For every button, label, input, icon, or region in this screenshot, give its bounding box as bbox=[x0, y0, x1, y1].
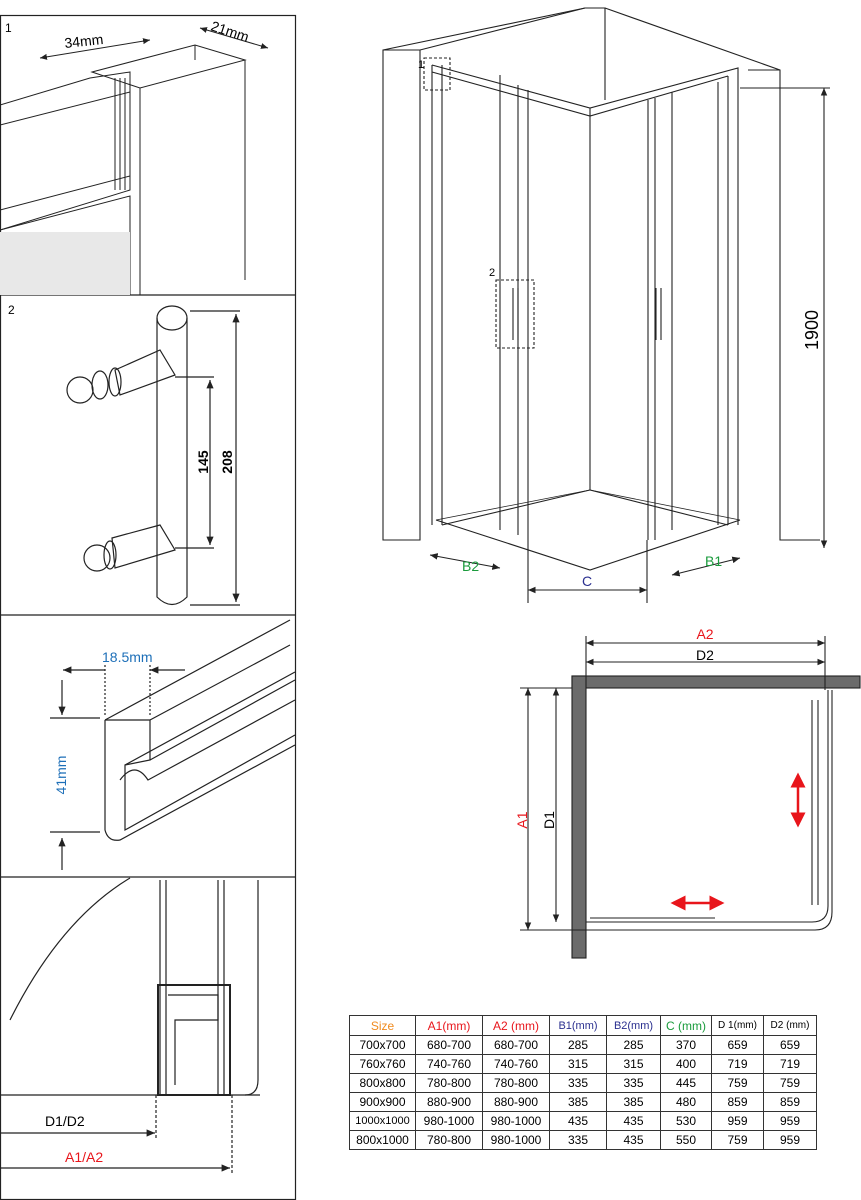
a1-a2-label: A1/A2 bbox=[65, 1149, 103, 1165]
detail-2-number: 2 bbox=[8, 303, 15, 317]
table-cell: 550 bbox=[660, 1130, 712, 1150]
table-cell: 759 bbox=[763, 1073, 817, 1093]
table-cell: 315 bbox=[549, 1054, 607, 1074]
rail-height-label: 41mm bbox=[53, 756, 69, 795]
table-cell: 680-700 bbox=[482, 1035, 550, 1055]
c-label: C bbox=[582, 573, 592, 589]
col-d2: D2 (mm) bbox=[763, 1015, 817, 1036]
table-cell: 335 bbox=[549, 1130, 607, 1150]
table-cell: 445 bbox=[660, 1073, 712, 1093]
table-cell: 980-1000 bbox=[482, 1130, 550, 1150]
table-cell: 315 bbox=[606, 1054, 661, 1074]
shower-plan-view: A2 D2 A1 D1 bbox=[514, 626, 861, 959]
table-cell: 719 bbox=[711, 1054, 764, 1074]
profile-depth-label: 21mm bbox=[209, 18, 251, 45]
table-cell: 780-800 bbox=[415, 1073, 483, 1093]
callout-2-label: 2 bbox=[489, 267, 495, 279]
col-c: C (mm) bbox=[660, 1015, 712, 1036]
table-cell: 780-800 bbox=[482, 1073, 550, 1093]
detail-1-number: 1 bbox=[5, 21, 12, 35]
table-cell: 285 bbox=[549, 1035, 607, 1055]
table-cell: 859 bbox=[763, 1092, 817, 1112]
table-cell: 740-760 bbox=[482, 1054, 550, 1074]
table-cell: 900x900 bbox=[349, 1092, 416, 1112]
table-cell: 760x760 bbox=[349, 1054, 416, 1074]
detail-3-rail-profile: 18.5mm 41mm bbox=[50, 619, 296, 870]
handle-outer-dimension: 208 bbox=[219, 450, 235, 474]
table-cell: 680-700 bbox=[415, 1035, 483, 1055]
table-cell: 435 bbox=[606, 1130, 661, 1150]
table-cell: 780-800 bbox=[415, 1130, 483, 1150]
table-cell: 759 bbox=[711, 1073, 764, 1093]
shower-enclosure-perspective: 1 2 1900 B2 C B1 bbox=[382, 7, 830, 603]
table-cell: 800x800 bbox=[349, 1073, 416, 1093]
a2-label: A2 bbox=[696, 626, 713, 642]
profile-width-label: 34mm bbox=[64, 31, 104, 51]
table-cell: 659 bbox=[763, 1035, 817, 1055]
table-cell: 759 bbox=[711, 1130, 764, 1150]
d1-label: D1 bbox=[541, 811, 557, 829]
size-specification-table: Size A1(mm) A2 (mm) B1(mm) B2(mm) C (mm)… bbox=[349, 1015, 817, 1150]
table-cell: 719 bbox=[763, 1054, 817, 1074]
table-cell: 370 bbox=[660, 1035, 712, 1055]
table-header-row: Size A1(mm) A2 (mm) B1(mm) B2(mm) C (mm)… bbox=[349, 1015, 817, 1036]
table-cell: 880-900 bbox=[482, 1092, 550, 1112]
table-cell: 859 bbox=[711, 1092, 764, 1112]
table-cell: 980-1000 bbox=[482, 1111, 550, 1131]
handle-inner-dimension: 145 bbox=[195, 450, 211, 474]
table-cell: 959 bbox=[711, 1111, 764, 1131]
detail-2-handle: 2 145 208 bbox=[8, 303, 240, 606]
detail-panels-frame bbox=[0, 14, 297, 1200]
a1-label: A1 bbox=[514, 811, 530, 828]
height-dimension: 1900 bbox=[802, 310, 822, 350]
b1-label: B1 bbox=[705, 553, 722, 569]
table-cell: 385 bbox=[549, 1092, 607, 1112]
table-cell: 530 bbox=[660, 1111, 712, 1131]
table-cell: 659 bbox=[711, 1035, 764, 1055]
table-cell: 959 bbox=[763, 1130, 817, 1150]
b2-label: B2 bbox=[462, 558, 479, 574]
table-cell: 335 bbox=[606, 1073, 661, 1093]
d2-label: D2 bbox=[696, 647, 714, 663]
table-cell: 335 bbox=[549, 1073, 607, 1093]
col-b2: B2(mm) bbox=[606, 1015, 661, 1036]
table-cell: 435 bbox=[549, 1111, 607, 1131]
detail-1-top-profile: 1 34mm 21mm bbox=[0, 18, 269, 295]
table-cell: 480 bbox=[660, 1092, 712, 1112]
table-cell: 880-900 bbox=[415, 1092, 483, 1112]
col-a1: A1(mm) bbox=[415, 1015, 483, 1036]
callout-1-label: 1 bbox=[418, 59, 424, 71]
table-cell: 1000x1000 bbox=[349, 1111, 416, 1131]
table-cell: 740-760 bbox=[415, 1054, 483, 1074]
col-b1: B1(mm) bbox=[549, 1015, 607, 1036]
table-cell: 980-1000 bbox=[415, 1111, 483, 1131]
table-cell: 400 bbox=[660, 1054, 712, 1074]
table-cell: 959 bbox=[763, 1111, 817, 1131]
d1-d2-label: D1/D2 bbox=[45, 1113, 85, 1129]
table-cell: 435 bbox=[606, 1111, 661, 1131]
detail-4-bottom-corner: D1/D2 A1/A2 bbox=[0, 877, 260, 1175]
rail-width-label: 18.5mm bbox=[102, 649, 153, 665]
col-d1: D 1(mm) bbox=[711, 1015, 764, 1036]
col-size: Size bbox=[349, 1015, 416, 1036]
table-cell: 385 bbox=[606, 1092, 661, 1112]
table-cell: 700x700 bbox=[349, 1035, 416, 1055]
col-a2: A2 (mm) bbox=[482, 1015, 550, 1036]
table-cell: 285 bbox=[606, 1035, 661, 1055]
table-cell: 800x1000 bbox=[349, 1130, 416, 1150]
